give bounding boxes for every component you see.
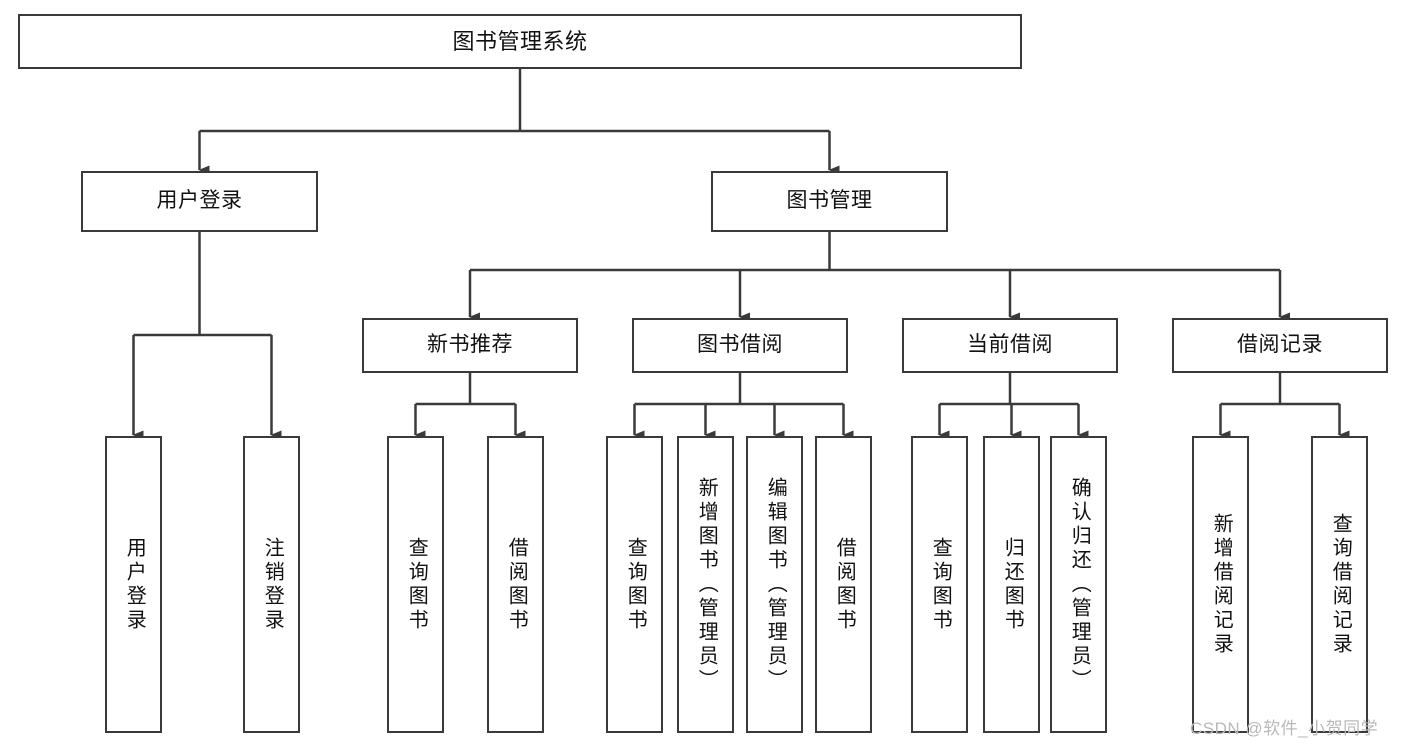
node-label: 新书推荐 <box>427 333 513 357</box>
node-label: 用户登录 <box>123 536 146 633</box>
node-label: 借阅图书 <box>833 536 856 633</box>
node-leaf-borrow-query[interactable]: 查询图书 <box>606 436 663 733</box>
node-leaf-cur-return[interactable]: 归还图书 <box>983 436 1040 733</box>
node-book-manage[interactable]: 图书管理 <box>711 171 948 232</box>
node-label: 新增借阅记录 <box>1210 512 1233 657</box>
node-leaf-user-login[interactable]: 用户登录 <box>105 436 162 733</box>
node-current-borrow[interactable]: 当前借阅 <box>902 318 1118 373</box>
node-label: 图书借阅 <box>697 333 783 357</box>
node-leaf-borrow-edit[interactable]: 编辑图书（管理员） <box>746 436 803 733</box>
node-leaf-cur-confirm[interactable]: 确认归还（管理员） <box>1050 436 1107 733</box>
node-leaf-borrow-add[interactable]: 新增图书（管理员） <box>677 436 734 733</box>
node-label: 借阅图书 <box>505 536 528 633</box>
node-label: 图书管理 <box>786 189 873 213</box>
node-leaf-rec-borrow[interactable]: 借阅图书 <box>487 436 544 733</box>
node-label: 新增图书（管理员） <box>695 476 718 693</box>
node-user-login[interactable]: 用户登录 <box>81 171 318 232</box>
node-leaf-rec-query[interactable]: 查询图书 <box>387 436 444 733</box>
node-label: 确认归还（管理员） <box>1068 476 1091 693</box>
node-book-borrow[interactable]: 图书借阅 <box>632 318 848 373</box>
node-borrow-record[interactable]: 借阅记录 <box>1172 318 1388 373</box>
node-label: 查询图书 <box>929 536 952 633</box>
node-leaf-rec-add[interactable]: 新增借阅记录 <box>1192 436 1249 733</box>
node-label: 查询图书 <box>405 536 428 633</box>
node-label: 借阅记录 <box>1237 333 1323 357</box>
node-new-book-rec[interactable]: 新书推荐 <box>362 318 578 373</box>
node-label: 编辑图书（管理员） <box>764 476 787 693</box>
node-label: 查询图书 <box>624 536 647 633</box>
watermark-label: CSDN @软件_小贺同学 <box>1190 719 1379 738</box>
node-leaf-borrow-lend[interactable]: 借阅图书 <box>815 436 872 733</box>
node-leaf-rec-search[interactable]: 查询借阅记录 <box>1311 436 1368 733</box>
node-label: 用户登录 <box>156 189 243 213</box>
node-label: 图书管理系统 <box>452 28 588 54</box>
connector-lines <box>132 69 1350 440</box>
node-label: 归还图书 <box>1001 536 1024 633</box>
node-label: 当前借阅 <box>967 333 1053 357</box>
node-label: 注销登录 <box>261 536 284 633</box>
node-leaf-user-logout[interactable]: 注销登录 <box>243 436 300 733</box>
node-root[interactable]: 图书管理系统 <box>18 14 1022 69</box>
node-leaf-cur-query[interactable]: 查询图书 <box>911 436 968 733</box>
node-label: 查询借阅记录 <box>1329 512 1352 657</box>
